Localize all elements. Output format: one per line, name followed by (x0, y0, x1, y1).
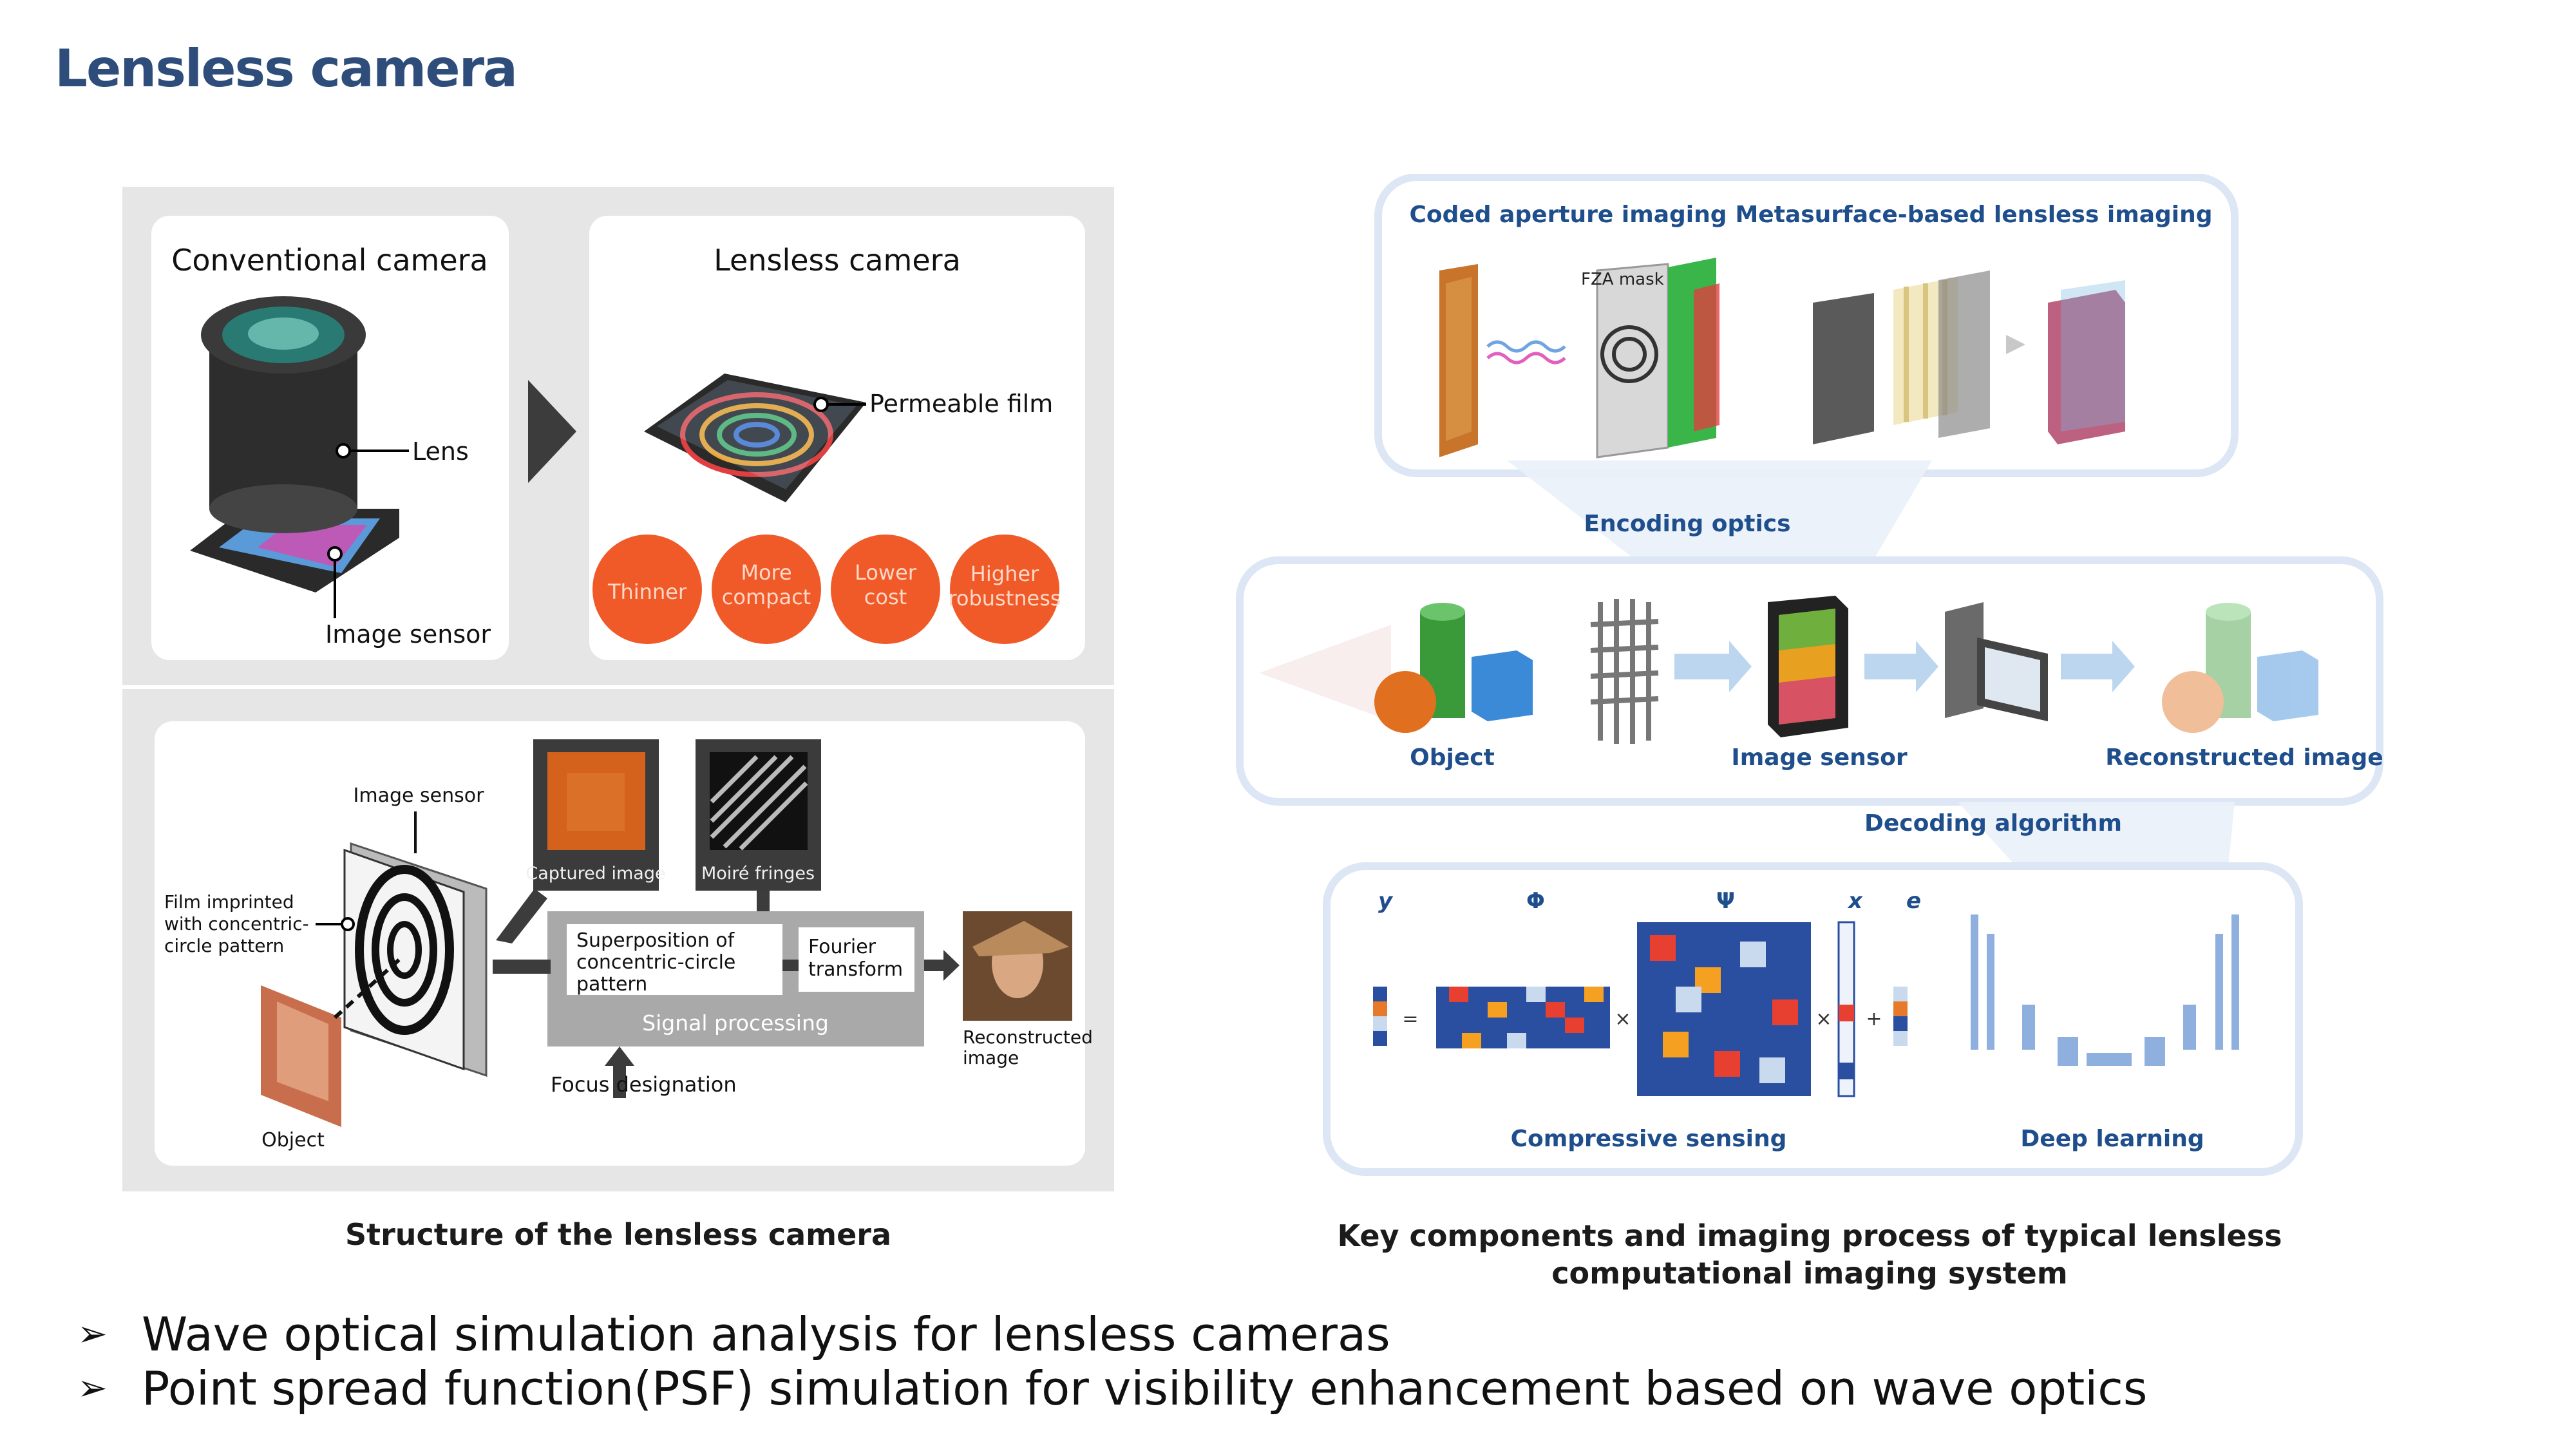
lens-label: Lens (412, 437, 469, 466)
conventional-camera-illustration (190, 296, 409, 618)
film-grid-illustration (343, 842, 488, 1077)
metasurface-illustration (1813, 270, 2125, 444)
svg-text:compact: compact (722, 585, 811, 609)
captured-image-label: Captured image (526, 864, 665, 884)
superposition-box (567, 924, 782, 995)
bullet-arrow-icon: ➢ (77, 1313, 108, 1355)
advantage-robustness: Higher robustness (948, 535, 1061, 644)
lensless-title: Lensless camera (714, 243, 961, 278)
slide-title: Lensless camera (55, 39, 518, 99)
panel-arrow (528, 380, 576, 483)
right-figure: Coded aperture imaging Metasurface-based… (1236, 174, 2383, 1176)
decoding-algorithm-label: Decoding algorithm (1864, 810, 2122, 837)
conventional-title: Conventional camera (171, 243, 488, 278)
structure-image-sensor: Image sensor (354, 784, 485, 807)
film-line3: circle pattern (164, 935, 284, 956)
bullet-item: ➢ Wave optical simulation analysis for l… (77, 1307, 2147, 1361)
advantage-circles: Thinner More compact Lower cost Higher r… (592, 535, 1061, 644)
svg-text:pattern: pattern (576, 973, 647, 996)
decoding-funnel (1958, 802, 2235, 866)
bullet-item: ➢ Point spread function(PSF) simulation … (77, 1361, 2147, 1416)
right-caption-line2: computational imaging system (1551, 1256, 2068, 1291)
moire-label: Moiré fringes (701, 864, 815, 884)
svg-text:+: + (1866, 1008, 1882, 1030)
object-label: Object (1410, 744, 1495, 771)
deep-learning-label: Deep learning (2020, 1126, 2204, 1152)
lensless-chip-illustration (644, 374, 866, 502)
svg-text:Higher: Higher (971, 562, 1039, 586)
svg-text:×: × (1815, 1008, 1832, 1030)
coded-aperture-label: Coded aperture imaging (1409, 202, 1727, 228)
svg-text:image: image (963, 1047, 1019, 1068)
image-sensor-label: Image sensor (1731, 744, 1908, 771)
advantage-thinner: Thinner (592, 535, 702, 644)
mask-grid-illustration (1590, 599, 1659, 744)
reconstructed-object-illustration (2162, 603, 2318, 733)
signal-processing-label: Signal processing (642, 1010, 829, 1036)
deep-learning-unet (1971, 914, 2239, 1066)
cs-e-vector (1893, 987, 1908, 1046)
focus-label: Focus designation (551, 1072, 737, 1097)
svg-text:concentric-circle: concentric-circle (576, 951, 735, 974)
symbol-psi: Ψ (1716, 888, 1735, 914)
svg-text:Fourier: Fourier (808, 936, 876, 958)
film-line1: Film imprinted (164, 891, 294, 913)
svg-text:More: More (741, 560, 791, 585)
cs-psi-matrix (1637, 922, 1811, 1096)
decoding-panel (1323, 862, 2303, 1176)
bullet-arrow-icon: ➢ (77, 1367, 108, 1409)
left-caption: Structure of the lensless camera (345, 1217, 892, 1252)
film-label: Permeable film (869, 390, 1053, 418)
fza-mask-label: FZA mask (1581, 270, 1664, 289)
image-sensor-illustration (1768, 596, 1848, 737)
svg-text:Thinner: Thinner (607, 580, 687, 604)
cs-phi-matrix (1436, 987, 1610, 1048)
svg-text:transform: transform (808, 958, 903, 981)
cs-y-vector (1373, 987, 1387, 1046)
cs-x-vector (1837, 921, 1855, 1097)
symbol-x: x (1847, 888, 1863, 914)
svg-text:Lower: Lower (855, 560, 917, 585)
symbol-e: e (1906, 888, 1921, 914)
right-caption-line1: Key components and imaging process of ty… (1337, 1218, 2282, 1253)
svg-text:robustness: robustness (948, 586, 1061, 611)
structure-object: Object (261, 1129, 325, 1151)
bullet-list: ➢ Wave optical simulation analysis for l… (77, 1307, 2147, 1416)
fourier-box (799, 927, 914, 992)
sensor-label: Image sensor (325, 620, 491, 649)
advantage-compact: More compact (712, 535, 821, 644)
svg-text:×: × (1615, 1008, 1631, 1030)
symbol-phi: Φ (1526, 888, 1545, 914)
left-figure: Conventional camera Lens Image sensor Le… (122, 187, 1114, 1191)
reconstructed-image-label: Reconstructed image (2105, 744, 2383, 771)
object-illustration (1374, 603, 1533, 733)
svg-text:cost: cost (864, 585, 907, 609)
bullet-text: Wave optical simulation analysis for len… (142, 1307, 1390, 1361)
coded-aperture-illustration (1439, 258, 1719, 459)
compressive-sensing-label: Compressive sensing (1511, 1126, 1787, 1152)
svg-text:Reconstructed: Reconstructed (963, 1027, 1093, 1048)
encoding-optics-label: Encoding optics (1584, 511, 1790, 537)
right-caption: Key components and imaging process of ty… (1288, 1217, 2331, 1292)
advantage-cost: Lower cost (831, 535, 940, 644)
bullet-text: Point spread function(PSF) simulation fo… (142, 1361, 2148, 1416)
symbol-y: y (1378, 888, 1394, 914)
film-line2: with concentric- (164, 913, 309, 934)
computer-illustration (1945, 602, 2048, 721)
svg-text:=: = (1402, 1008, 1418, 1030)
svg-text:Superposition of: Superposition of (576, 929, 735, 952)
metasurface-label: Metasurface-based lensless imaging (1735, 202, 2212, 228)
